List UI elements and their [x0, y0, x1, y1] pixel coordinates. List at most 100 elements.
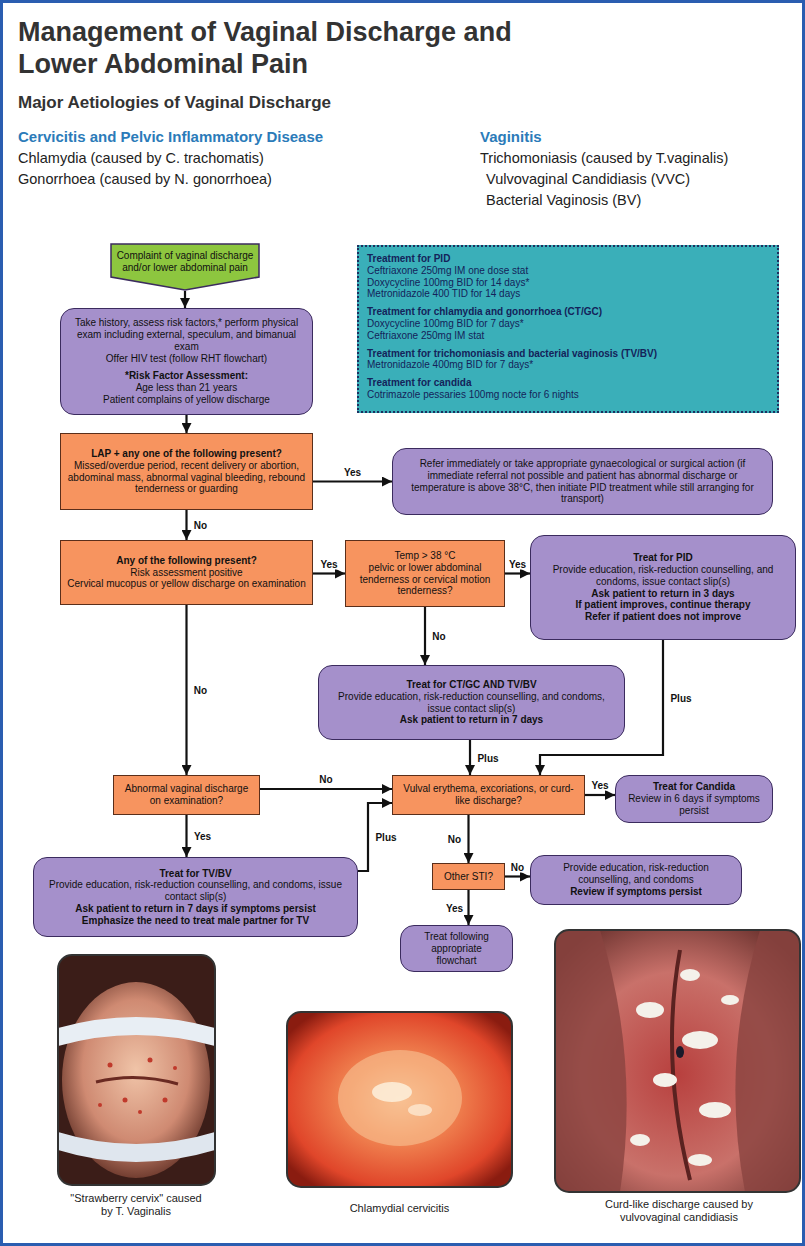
flow-arrow — [313, 572, 345, 574]
edge-label: Yes — [319, 558, 338, 569]
node-heading: Ask patient to return in 3 days — [541, 588, 785, 600]
node-heading: Treat for Candida — [626, 781, 762, 793]
mucopus — [408, 1104, 432, 1116]
node-heading: Refer if patient does not improve — [541, 611, 785, 623]
process-box: Take history, assess risk factors,* perf… — [60, 308, 313, 415]
flow-arrow — [424, 607, 426, 665]
page-title: Management of Vaginal Discharge and Lowe… — [18, 16, 588, 81]
edge-label: Yes — [343, 466, 362, 477]
decision-box: Any of the following present?Risk assess… — [60, 540, 313, 605]
treatment-box: Treatment for PIDCeftriaxone 250mg IM on… — [357, 245, 779, 413]
node-text: Metronidazole 400mg BID for 7 days* — [367, 359, 769, 371]
node-text: Complaint of vaginal discharge and/or lo… — [116, 250, 254, 274]
photo-ground — [287, 1012, 512, 1187]
flow-arrow — [313, 480, 392, 482]
node-text: Risk assessment positive — [67, 567, 306, 579]
node-text: Take history, assess risk factors,* perf… — [71, 317, 302, 352]
node-text: Offer HIV test (follow RHT flowchart) — [71, 353, 302, 365]
flow-arrow — [467, 890, 469, 925]
edge-label: No — [431, 631, 446, 642]
process-box: Treat for PIDProvide education, risk-red… — [530, 535, 796, 640]
photo-caption: Curd-like discharge caused by vulvovagin… — [584, 1198, 774, 1224]
node-heading: Ask patient to return in 7 days if sympt… — [44, 903, 347, 915]
photo-caption: "Strawberry cervix" caused by T. Vaginal… — [68, 1192, 204, 1218]
node-text: Provide education, risk-reduction counse… — [329, 691, 614, 715]
node-heading: Treatment for trichomoniasis and bacteri… — [367, 348, 769, 360]
process-box: Refer immediately or take appropriate gy… — [392, 448, 773, 515]
cervical-os — [96, 1077, 178, 1084]
punctate-spots — [98, 1058, 177, 1115]
edge-label: Yes — [590, 780, 609, 791]
process-box: Treat following appropriate flowchart — [400, 925, 513, 972]
strawberry-cervix-photo — [58, 955, 215, 1185]
node-heading: If patient improves, continue therapy — [541, 599, 785, 611]
chlamydial-cervicitis-photo — [287, 1012, 512, 1187]
curd-discharge — [630, 969, 739, 1166]
vestibule — [672, 950, 690, 1180]
process-box: Treat for CandidaReview in 6 days if sym… — [615, 775, 773, 823]
node-text: Refer immediately or take appropriate gy… — [403, 458, 762, 505]
mucopus — [372, 1082, 412, 1102]
edge-label: Plus — [476, 752, 499, 763]
speculum-blade — [58, 1017, 215, 1046]
process-box: Treat for TV/BVProvide education, risk-r… — [33, 857, 358, 937]
photo-frame — [287, 1012, 512, 1187]
photo-caption: Chlamydial cervicitis — [287, 1202, 512, 1215]
decision-box: Other STI? — [432, 863, 505, 890]
decision-box: Temp > 38 °Cpelvic or lower abdominal te… — [345, 540, 505, 607]
node-text: Cervical mucopus or yellow discharge on … — [67, 578, 306, 590]
node-heading: Review if symptoms persist — [541, 886, 731, 898]
speculum-blade — [58, 1132, 215, 1162]
node-text: Ceftriaxone 250mg IM stat — [367, 330, 769, 342]
dark-spot — [676, 1046, 684, 1058]
edge-label: Yes — [445, 902, 464, 913]
node-heading: Ask patient to return in 7 days — [329, 714, 614, 726]
node-text: Doxycycline 100mg BID for 7 days* — [367, 318, 769, 330]
edge-label: No — [447, 834, 462, 845]
node-heading: Treatment for chlamydia and gonorrhoea (… — [367, 306, 769, 318]
node-heading: Any of the following present? — [67, 555, 306, 567]
subtitle: Major Aetiologies of Vaginal Discharge — [18, 93, 618, 113]
edge-label: Yes — [193, 831, 212, 842]
node-heading: Treatment for candida — [367, 377, 769, 389]
edge-label: No — [193, 520, 208, 531]
node-text: Other STI? — [439, 871, 498, 883]
flow-arrow — [469, 740, 471, 775]
node-text: pelvic or lower abdominal tenderness or … — [352, 562, 498, 597]
flow-arrow — [260, 788, 392, 790]
process-box: Provide education, risk-reduction counse… — [530, 855, 742, 905]
labium — [735, 930, 800, 1192]
flow-arrow — [505, 875, 530, 877]
node-heading: Treat for PID — [541, 552, 785, 564]
node-heading: Treatment for PID — [367, 253, 769, 265]
edge-label: No — [318, 774, 333, 785]
labium — [555, 930, 627, 1192]
cervix — [338, 1050, 462, 1146]
node-heading: Emphasize the need to treat male partner… — [44, 915, 347, 927]
aetiology-item: Chlamydia (caused by C. trachomatis) — [18, 150, 458, 167]
node-heading: LAP + any one of the following present? — [67, 448, 306, 460]
node-text: Cotrimazole pessaries 100mg nocte for 6 … — [367, 389, 769, 401]
node-text: Age less than 21 years — [71, 382, 302, 394]
flow-arrow — [185, 605, 187, 775]
node-text: Metronidazole 400 TID for 14 days — [367, 288, 769, 300]
node-text: Ceftriaxone 250mg IM one dose stat — [367, 265, 769, 277]
flow-arrow — [505, 572, 530, 574]
aetiology-item: Trichomoniasis (caused by T.vaginalis) — [480, 150, 798, 167]
flow-arrow — [185, 510, 187, 540]
node-text: Vulval erythema, excoriations, or curd-l… — [399, 783, 578, 807]
flow-arrow — [585, 794, 615, 796]
process-box: Treat for CT/GC AND TV/BVProvide educati… — [318, 665, 625, 740]
node-text: Provide education, risk-reduction counse… — [541, 564, 785, 588]
decision-box: Vulval erythema, excoriations, or curd-l… — [392, 775, 585, 815]
flow-arrow — [184, 291, 186, 308]
photo-ground — [58, 955, 215, 1185]
aetiology-item: Bacterial Vaginosis (BV) — [486, 192, 798, 209]
node-text: Missed/overdue period, recent delivery o… — [67, 460, 306, 495]
node-heading: Treat for TV/BV — [44, 868, 347, 880]
node-heading: Treat for CT/GC AND TV/BV — [329, 679, 614, 691]
photo-ground — [555, 930, 800, 1192]
start-box: Complaint of vaginal discharge and/or lo… — [110, 243, 260, 291]
aetiology-item: Gonorrhoea (caused by N. gonorrhoea) — [18, 171, 458, 188]
edge-label: No — [193, 685, 208, 696]
